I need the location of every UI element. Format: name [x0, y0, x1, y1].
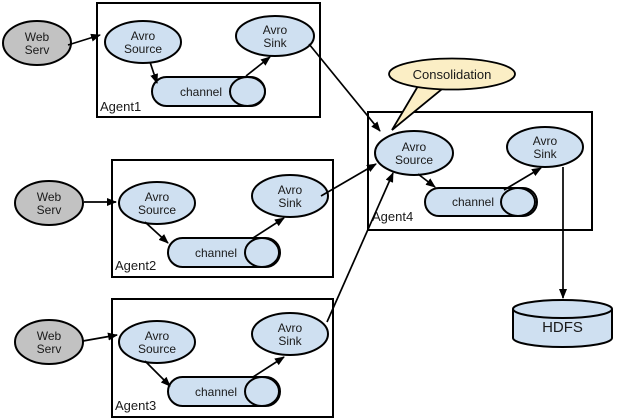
callout-label: Consolidation	[413, 67, 492, 82]
agent1-avro-source-shape	[104, 20, 182, 64]
agent4-channel-label: channel	[452, 195, 494, 209]
web-server-3-label-line2: Serv	[37, 342, 62, 356]
agent1-avro-sink-shape	[235, 15, 315, 57]
agent4-avro-source-label-line2: Source	[395, 153, 433, 167]
hdfs-label: HDFS	[542, 319, 583, 336]
agent2-channel-label: channel	[195, 246, 237, 260]
callout-bubble	[388, 57, 516, 91]
agent3-avro-sink-shape	[251, 312, 329, 356]
arrow-agent1-source-to-channel	[149, 61, 158, 84]
arrow-agent2-sink-to-agent4-source	[320, 163, 377, 197]
agent2-label: Agent2	[115, 258, 156, 273]
agent1-avro-sink-label-line1: Avro	[263, 23, 288, 37]
agent1: Avro Source Avro Sink channel Agent1	[100, 15, 315, 114]
agent3-avro-source-label-line1: Avro	[145, 329, 170, 343]
web-server-1-shape	[2, 20, 72, 66]
agent3-avro-sink-label-line2: Sink	[278, 334, 302, 348]
web-server-3: Web Serv	[14, 319, 84, 365]
web-server-2-label-line2: Serv	[37, 203, 62, 217]
arrow-agent3-sink-to-agent4-source	[326, 172, 394, 323]
arrow-agent1-channel-to-sink	[245, 56, 271, 77]
agent3-avro-sink-label-line1: Avro	[278, 321, 303, 335]
agent2: Avro Source Avro Sink channel Agent2	[115, 174, 329, 273]
agent1-channel-label: channel	[180, 85, 222, 99]
hdfs-store: HDFS	[512, 299, 613, 348]
arrow-webserv1-to-agent1-source	[67, 33, 101, 46]
web-server-2: Web Serv	[14, 180, 84, 226]
agent2-avro-source-shape	[118, 181, 196, 225]
agent4-avro-sink-label-line1: Avro	[533, 134, 558, 148]
agent3-channel-label: channel	[195, 385, 237, 399]
web-server-1-label-line1: Web	[25, 30, 50, 44]
agent1-channel-end-shape	[229, 76, 266, 107]
web-server-3-label-line1: Web	[37, 329, 62, 343]
agent3-avro-source-label-line2: Source	[138, 342, 176, 356]
web-server-1-label-line2: Serv	[25, 43, 50, 57]
agent2-avro-sink-label-line1: Avro	[278, 183, 303, 197]
web-server-1: Web Serv	[2, 20, 72, 66]
hdfs-cylinder-top	[512, 299, 613, 319]
agent3: Avro Source Avro Sink channel Agent3	[115, 312, 329, 413]
web-server-2-label-line1: Web	[37, 190, 62, 204]
agent4-avro-source-label-line1: Avro	[402, 140, 427, 154]
arrow-agent4-channel-to-sink	[503, 167, 542, 191]
agent1-label: Agent1	[100, 99, 141, 114]
arrow-agent4-source-to-channel	[417, 173, 436, 188]
web-server-3-shape	[14, 319, 84, 365]
agent1-avro-source-label-line1: Avro	[131, 29, 156, 43]
consolidation-callout: Consolidation	[388, 57, 516, 131]
agent1-avro-sink-label-line2: Sink	[263, 36, 287, 50]
arrow-agent3-source-to-channel	[144, 360, 171, 387]
agent2-avro-source-label-line2: Source	[138, 203, 176, 217]
arrow-agent3-channel-to-sink	[252, 356, 285, 378]
web-server-2-shape	[14, 180, 84, 226]
agent4-label: Agent4	[372, 209, 413, 224]
agent3-avro-source-shape	[118, 320, 196, 364]
agent4-avro-sink-label-line2: Sink	[533, 147, 557, 161]
arrow-webserv3-to-agent3-source	[82, 332, 118, 342]
agent4: Avro Source Avro Sink channel Agent4	[372, 126, 584, 224]
agent2-avro-source-label-line1: Avro	[145, 190, 170, 204]
hdfs-cylinder-body	[512, 309, 613, 348]
agent3-channel-end-shape	[244, 376, 280, 407]
agent4-channel-end-shape	[500, 187, 536, 217]
agent3-label: Agent3	[115, 398, 156, 413]
agent2-avro-sink-label-line2: Sink	[278, 196, 302, 210]
agent4-avro-sink-shape	[506, 126, 584, 168]
arrow-agent2-channel-to-sink	[252, 217, 285, 239]
agent2-avro-sink-shape	[251, 174, 329, 218]
agent2-channel-end-shape	[244, 237, 280, 268]
arrow-agent1-sink-to-agent4-source	[308, 43, 381, 132]
agent1-avro-source-label-line2: Source	[124, 42, 162, 56]
arrow-agent2-source-to-channel	[144, 221, 169, 244]
agent4-avro-source-shape	[374, 130, 454, 176]
